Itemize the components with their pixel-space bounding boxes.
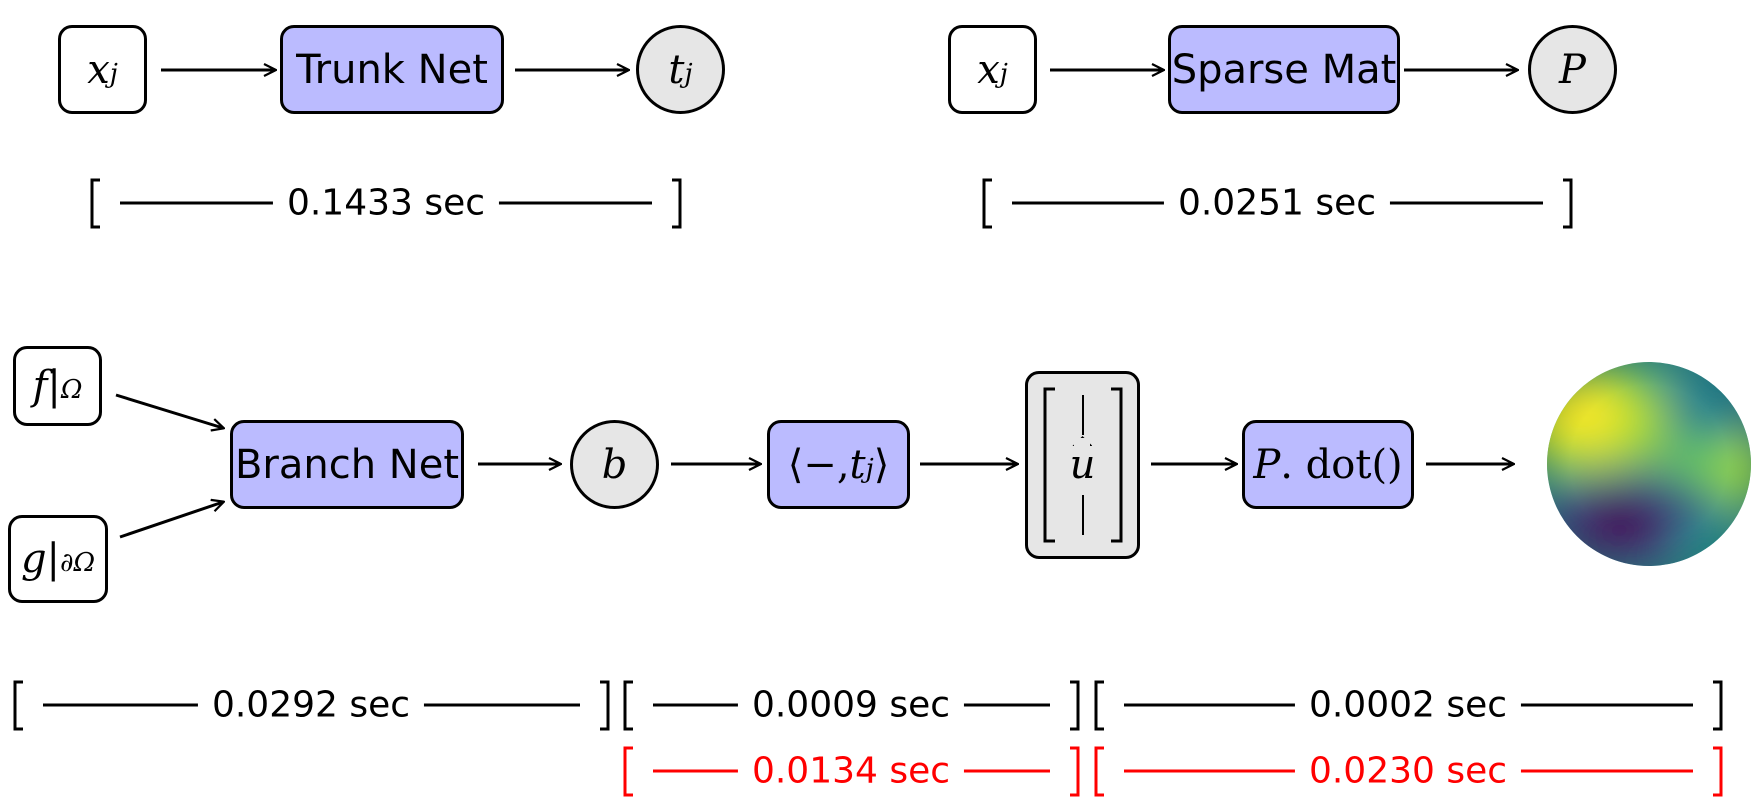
sparse-mat-label: Sparse Mat (1171, 46, 1397, 93)
timing-apply-label: 0.0002 sec (1294, 684, 1522, 726)
apply-p-var: P (1253, 441, 1281, 488)
timing-trunk-label: 0.1433 sec (272, 182, 500, 224)
trunk-net-box: Trunk Net (280, 25, 504, 114)
input-xj-var-2: x (977, 46, 1000, 93)
input-g-sub: ∂Ω (60, 548, 96, 578)
output-p-node: P (1528, 25, 1617, 114)
apply-method: . dot() (1280, 441, 1403, 488)
sparse-mat-box: Sparse Mat (1168, 25, 1400, 114)
input-g-node: g|∂Ω (8, 515, 108, 603)
output-tj-sub: j (684, 58, 693, 89)
timing-sparse-label: 0.0251 sec (1163, 182, 1391, 224)
input-xj-sub: j (109, 58, 118, 89)
inner-var: t (849, 441, 866, 488)
output-tj-var: t (668, 46, 685, 93)
input-f-var: f (32, 363, 48, 409)
inner-sub: j (865, 453, 874, 484)
vector-u-box: u (1025, 371, 1140, 559)
timing-apply-red-label: 0.0230 sec (1294, 750, 1522, 792)
colormap-disk-icon (1547, 362, 1751, 566)
coeff-b-node: b (570, 420, 659, 509)
arrow-f-to-branch (115, 393, 223, 428)
arrow-g-to-branch (119, 502, 223, 539)
input-f-node: f|Ω (13, 346, 102, 426)
timing-branch-label: 0.0292 sec (197, 684, 425, 726)
vector-u-label: u (1069, 442, 1096, 488)
input-f-sub: Ω (60, 375, 83, 405)
timing-inner-red-label: 0.0134 sec (737, 750, 965, 792)
trunk-net-label: Trunk Net (296, 46, 488, 93)
branch-net-box: Branch Net (230, 420, 464, 509)
output-p-var: P (1559, 46, 1586, 93)
input-g-var: g (20, 536, 47, 582)
timing-inner-label: 0.0009 sec (737, 684, 965, 726)
vector-bracket-icon (1043, 387, 1123, 543)
inner-close: ⟩ (873, 441, 890, 488)
input-xj-var: x (87, 46, 110, 93)
inner-open: ⟨−, (787, 441, 850, 488)
branch-net-label: Branch Net (234, 441, 460, 488)
coeff-b-label: b (601, 441, 628, 488)
input-xj-sub-2: j (999, 58, 1008, 89)
apply-p-dot-box: P. dot() (1242, 420, 1414, 509)
